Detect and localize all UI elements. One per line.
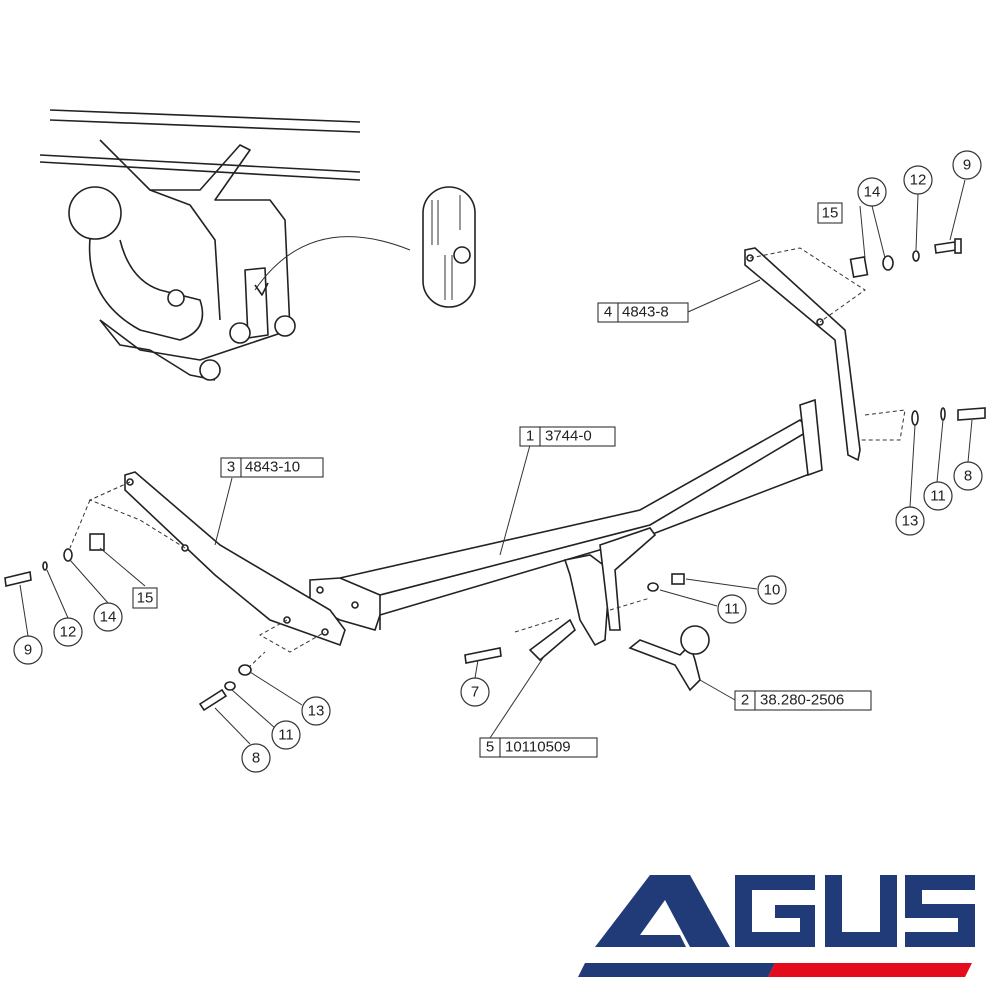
part-3-left-bracket (69, 471, 346, 669)
svg-text:15: 15 (822, 205, 839, 222)
callout-15-top: 15 (817, 202, 843, 224)
svg-text:38.280-2506: 38.280-2506 (760, 692, 844, 709)
callout-8-right: 8 (953, 461, 983, 491)
part-2-towball (628, 625, 710, 692)
callout-part-3: 3 4843-10 (220, 457, 324, 478)
svg-text:8: 8 (964, 468, 972, 485)
svg-text:10110509: 10110509 (505, 739, 571, 756)
svg-text:11: 11 (930, 488, 946, 505)
callout-11-center: 11 (717, 594, 747, 624)
svg-text:9: 9 (963, 157, 971, 174)
callout-12-top: 12 (903, 165, 933, 195)
svg-text:7: 7 (471, 684, 479, 701)
svg-text:2: 2 (741, 692, 749, 709)
svg-text:15: 15 (137, 590, 154, 607)
callout-11-right: 11 (923, 481, 953, 511)
part-4-right-bracket (744, 247, 906, 462)
callout-9-top: 9 (952, 150, 982, 180)
svg-text:4: 4 (604, 304, 612, 321)
svg-text:12: 12 (60, 624, 77, 641)
svg-text:13: 13 (902, 513, 919, 530)
svg-text:9: 9 (24, 642, 32, 659)
svg-text:11: 11 (278, 727, 294, 744)
callout-14-left: 14 (93, 602, 123, 632)
agus-logo (578, 875, 975, 977)
part-5-socket-plate (514, 527, 657, 662)
callout-11-left: 11 (271, 720, 301, 750)
svg-text:12: 12 (910, 172, 927, 189)
svg-text:5: 5 (486, 739, 494, 756)
leader-lines (19, 179, 973, 745)
svg-text:1: 1 (526, 428, 534, 445)
callout-part-2: 2 38.280-2506 (734, 690, 872, 711)
callout-13-left: 13 (301, 696, 331, 726)
svg-text:8: 8 (252, 750, 260, 767)
svg-text:13: 13 (308, 703, 325, 720)
hardware-parts (4, 238, 986, 712)
svg-text:11: 11 (724, 601, 740, 618)
svg-text:10: 10 (764, 582, 781, 599)
inset-vehicle-view (39, 109, 411, 381)
callout-12-left: 12 (53, 617, 83, 647)
callout-15-left: 15 (132, 587, 158, 609)
callout-10: 10 (757, 575, 787, 605)
label-sticker-icon (422, 186, 476, 308)
svg-text:14: 14 (864, 184, 881, 201)
callout-14-top: 14 (857, 177, 887, 207)
svg-text:4843-10: 4843-10 (245, 459, 300, 476)
svg-text:3: 3 (227, 459, 235, 476)
svg-text:4843-8: 4843-8 (622, 304, 669, 321)
callout-part-4: 4 4843-8 (597, 302, 689, 323)
callout-8-left: 8 (241, 743, 271, 773)
callout-9-left: 9 (13, 635, 43, 665)
svg-text:3744-0: 3744-0 (545, 428, 592, 445)
callout-13-right: 13 (895, 506, 925, 536)
callout-7: 7 (460, 677, 490, 707)
callout-part-5: 5 10110509 (479, 737, 598, 758)
callout-part-1: 1 3744-0 (519, 426, 616, 447)
svg-text:14: 14 (100, 609, 117, 626)
